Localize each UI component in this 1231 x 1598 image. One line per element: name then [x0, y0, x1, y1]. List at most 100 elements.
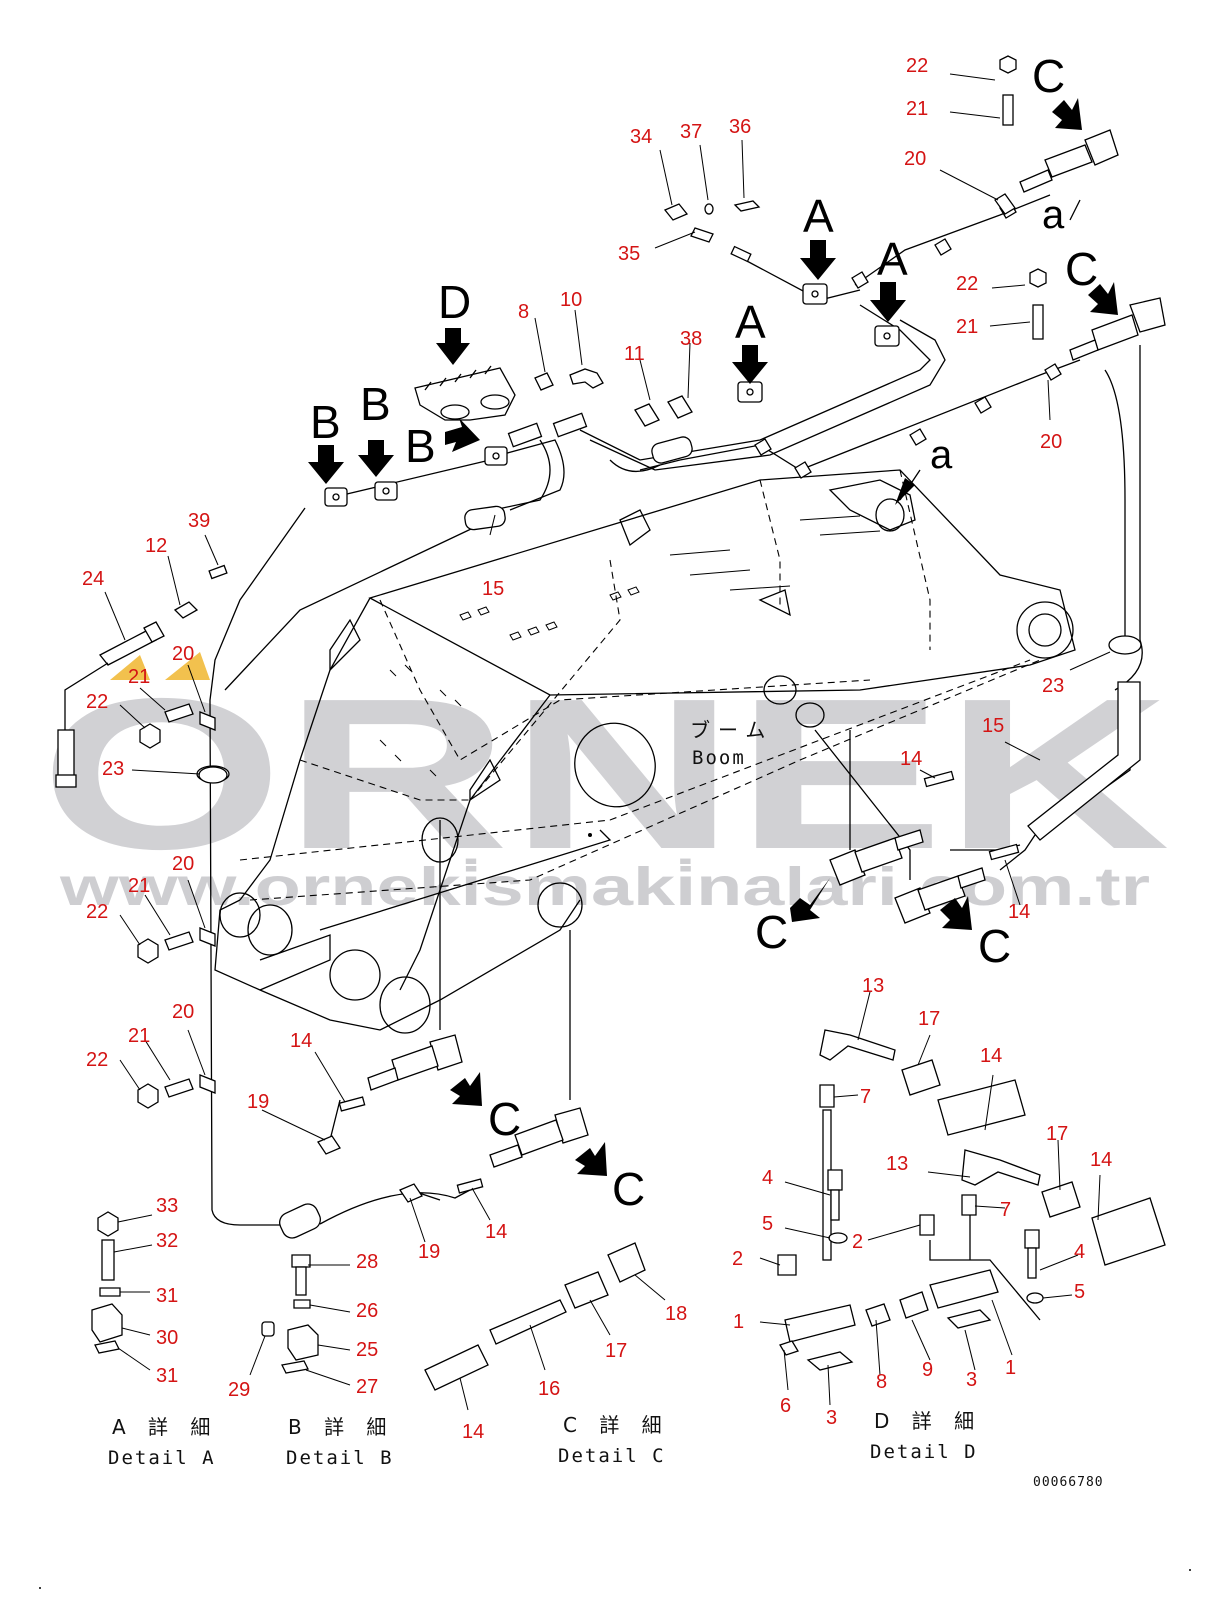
callout-12: 12	[145, 535, 167, 557]
letter-d: D	[438, 276, 471, 328]
callout-8: 8	[518, 301, 529, 323]
letter-c-1: C	[1032, 50, 1065, 102]
callout-16: 16	[538, 1378, 560, 1400]
hose-15-upper	[464, 505, 506, 531]
callout-29: 29	[228, 1379, 250, 1401]
boom-label-en: Boom	[692, 747, 746, 769]
detail-d-drawing	[777, 1029, 1166, 1371]
callout-13: 13	[862, 975, 884, 997]
arrow-c4	[940, 896, 972, 930]
callout-25: 25	[356, 1339, 378, 1361]
left-clamp-set-3	[137, 1074, 216, 1109]
callout-19: 19	[247, 1091, 269, 1113]
detail-b-drawing	[261, 1254, 319, 1374]
callout-22: 22	[956, 273, 978, 295]
callout-31: 31	[156, 1285, 178, 1307]
letter-a-small-2: a	[930, 433, 953, 477]
detail-c-title-jp: C 詳 細	[563, 1413, 670, 1437]
callout-34: 34	[630, 126, 652, 148]
detail-captions: A 詳 細 Detail A B 詳 細 Detail B C 詳 細 Deta…	[108, 1409, 982, 1469]
letter-a-3: A	[735, 296, 766, 348]
elbow-fitting-top-1	[1019, 129, 1119, 193]
callout-20: 20	[172, 1001, 194, 1023]
callout-39: 39	[188, 510, 210, 532]
tee-block-2	[552, 412, 588, 438]
arrow-c2	[1088, 282, 1118, 315]
callout-36: 36	[729, 116, 751, 138]
elbow-fitting-low-2	[489, 1107, 589, 1168]
callout-17: 17	[1046, 1123, 1068, 1145]
letter-a-2: A	[877, 233, 908, 285]
callout-11: 11	[624, 343, 645, 365]
callout-17: 17	[918, 1008, 940, 1030]
arrow-b2	[358, 440, 394, 477]
callout-6: 6	[780, 1395, 791, 1417]
callout-14: 14	[980, 1045, 1002, 1067]
callout-14: 14	[485, 1221, 507, 1243]
callout-32: 32	[156, 1230, 178, 1252]
callout-37: 37	[680, 121, 702, 143]
arrow-a1	[800, 240, 836, 280]
detail-a-drawing	[91, 1211, 123, 1354]
callout-14: 14	[1090, 1149, 1112, 1171]
callout-21: 21	[956, 316, 978, 338]
callout-2: 2	[852, 1231, 863, 1253]
callout-33: 33	[156, 1195, 178, 1217]
elbow-fitting-mid-1	[829, 829, 924, 886]
watermark-url: www.orneki̇smaki̇nalari.com.tr	[59, 857, 1150, 917]
callout-22: 22	[906, 55, 928, 77]
callout-2: 2	[732, 1248, 743, 1270]
callout-21: 21	[906, 98, 928, 120]
view-letters: D A A A B B B C C C C C C a a	[310, 50, 1098, 1215]
arrow-c1	[1052, 98, 1082, 130]
callout-4: 4	[1074, 1241, 1085, 1263]
callout-20: 20	[1040, 431, 1062, 453]
view-arrows	[308, 98, 1118, 1176]
detail-c-drawing	[424, 1242, 646, 1391]
arrow-a2	[870, 282, 906, 322]
watermark-accent-right	[165, 652, 210, 680]
arrow-c6	[575, 1142, 607, 1176]
callout-24: 24	[82, 568, 104, 590]
callout-22: 22	[86, 691, 108, 713]
letter-c-3: C	[755, 906, 788, 958]
arrow-c5	[450, 1072, 482, 1106]
callout-20: 20	[172, 643, 194, 665]
detail-d-title-en: Detail D	[870, 1441, 978, 1463]
callout-10: 10	[560, 289, 582, 311]
callout-14: 14	[290, 1030, 312, 1052]
arrow-b3	[445, 418, 480, 452]
detail-b-title-jp: B 詳 細	[288, 1415, 394, 1439]
callout-21: 21	[128, 875, 150, 897]
boom-structure	[214, 469, 1076, 1034]
callout-23: 23	[1042, 675, 1064, 697]
watermark: ORNEK www.orneki̇smaki̇nalari.com.tr	[40, 652, 1170, 917]
letter-a-1: A	[803, 190, 834, 242]
leader-lines	[104, 73, 1111, 1411]
watermark-accent-left	[110, 655, 150, 680]
callout-7: 7	[1000, 1199, 1011, 1221]
callout-5: 5	[762, 1213, 773, 1235]
grease-lines	[209, 194, 1143, 1239]
hose-band-23-right	[1108, 635, 1142, 655]
arrow-b1	[308, 445, 344, 484]
callout-4: 4	[762, 1167, 773, 1189]
callout-15: 15	[482, 578, 504, 600]
arrow-d	[436, 328, 470, 365]
callout-26: 26	[356, 1300, 378, 1322]
callout-17: 17	[605, 1340, 627, 1362]
letter-c-2: C	[1065, 243, 1098, 295]
callout-20: 20	[172, 853, 194, 875]
drawing-code: 00066780	[1033, 1475, 1104, 1490]
callout-3: 3	[826, 1407, 837, 1429]
callout-1: 1	[733, 1311, 744, 1333]
elbow-fitting-low-1	[367, 1034, 463, 1091]
detail-d-title-jp: D 詳 細	[874, 1409, 982, 1433]
callout-35: 35	[618, 243, 640, 265]
letter-c-6: C	[612, 1163, 645, 1215]
arrow-a3	[732, 345, 768, 384]
clamps	[55, 55, 1142, 1203]
callout-38: 38	[680, 328, 702, 350]
hose-15-lower	[279, 1203, 321, 1239]
